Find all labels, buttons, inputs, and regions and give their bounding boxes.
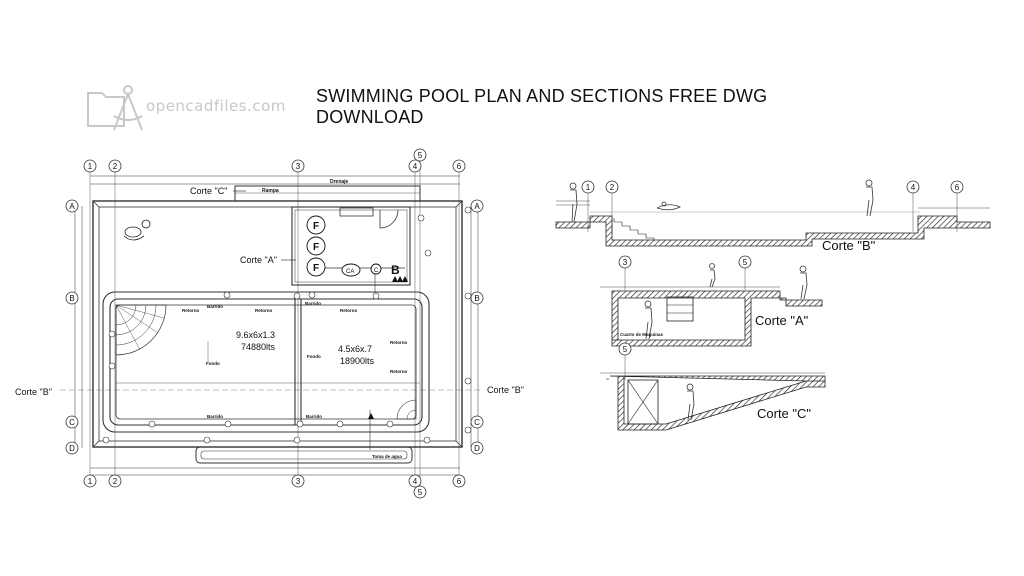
grid-label: 2 [113, 162, 118, 171]
grid-label: 4 [911, 183, 916, 192]
page-title: SWIMMING POOL PLAN AND SECTIONS FREE DWG… [316, 86, 768, 127]
grid-label: 1 [88, 162, 93, 171]
corte-b-left-label: Corte "B" [15, 387, 52, 397]
section-c-drawing [600, 353, 825, 425]
grid-label: 5 [623, 345, 628, 354]
grid-label: 3 [296, 162, 301, 171]
grid-label: 2 [610, 183, 615, 192]
filter-units [306, 215, 382, 277]
retorno-label: Retorno [255, 308, 272, 313]
retorno-label: Retorno [390, 369, 407, 374]
section-b-wall [555, 215, 991, 247]
section-b-steps [613, 218, 655, 240]
person-icon [569, 179, 874, 223]
filter-label: F [313, 242, 319, 253]
grid-bubble-labels: 1 2 3 4 5 6 1 2 3 4 5 6 A B C D A B C D [69, 151, 480, 497]
grid-label: B [474, 294, 479, 303]
barrido-label: Barrido [207, 414, 223, 419]
grid-label: 5 [418, 488, 423, 497]
grid-label: 6 [955, 183, 960, 192]
pool-left-volume: 74880lts [241, 342, 276, 352]
barrido-label: Barrido [306, 414, 322, 419]
grid-bubbles [618, 255, 752, 269]
section-b-title: Corte "B" [822, 238, 876, 253]
person-icon [644, 263, 808, 340]
section-b-marker: B [391, 263, 400, 277]
pool-right-volume: 18900lts [340, 356, 375, 366]
fondo-label: Fondo [307, 354, 321, 359]
drenaje-label: Drenaje [330, 179, 349, 185]
logo-text: opencadfiles.com [146, 97, 286, 115]
retorno-label: Retorno [340, 308, 357, 313]
grid-label: 4 [413, 162, 418, 171]
ca-label: CA [346, 269, 354, 275]
grid-label: D [69, 444, 75, 453]
rampa-label: Rampa [262, 188, 279, 194]
grid-label: B [69, 294, 74, 303]
filter-label: F [313, 221, 319, 232]
grid-bubbles [65, 148, 484, 499]
retorno-label: Retorno [390, 340, 407, 345]
corte-c-label: Corte "C" [190, 186, 227, 196]
pool-right-dims: 4.5x6x.7 [338, 344, 372, 354]
grid-label: A [474, 202, 480, 211]
barrido-label: Barrido [207, 304, 223, 309]
grid-label: 1 [586, 183, 591, 192]
fondo-label: Fondo [206, 361, 220, 366]
grid-label: 6 [457, 162, 462, 171]
toma-de-agua-label: Toma de agua [372, 454, 402, 459]
pool-fittings [102, 206, 472, 444]
corte-a-label: Corte "A" [240, 255, 277, 265]
grid-bubbles [581, 180, 964, 194]
person-icon [686, 383, 695, 421]
grid-label: 1 [88, 477, 93, 486]
grid-label: 5 [743, 258, 748, 267]
grid-label: C [69, 418, 75, 427]
person-icon [123, 219, 151, 241]
grid-label: 3 [296, 477, 301, 486]
logo-icon [87, 85, 143, 131]
section-a-wall [611, 290, 823, 347]
cuarto-de-maquinas-label: Cuarto de Maquinas [620, 332, 664, 337]
grid-label: A [69, 202, 75, 211]
grid-label: 6 [457, 477, 462, 486]
grid-bubbles [618, 342, 632, 356]
grid-label: C [474, 418, 480, 427]
section-c-wall [609, 375, 826, 431]
barrido-label: Barrido [305, 301, 321, 306]
section-c-title: Corte "C" [757, 406, 811, 421]
section-a-title: Corte "A" [755, 313, 809, 328]
section-a-drawing [600, 266, 780, 322]
pool-left-dims: 9.6x6x1.3 [236, 330, 275, 340]
grid-label: 3 [623, 258, 628, 267]
arrow-icons [368, 276, 408, 419]
retorno-label: Retorno [182, 308, 199, 313]
c-label: C [374, 268, 379, 274]
grid-label: D [474, 444, 480, 453]
corte-b-right-label: Corte "B" [487, 385, 524, 395]
floor-plan [60, 160, 480, 486]
grid-label: 4 [413, 477, 418, 486]
filter-label: F [313, 263, 319, 274]
grid-label: 5 [418, 151, 423, 160]
grid-label: 2 [113, 477, 118, 486]
